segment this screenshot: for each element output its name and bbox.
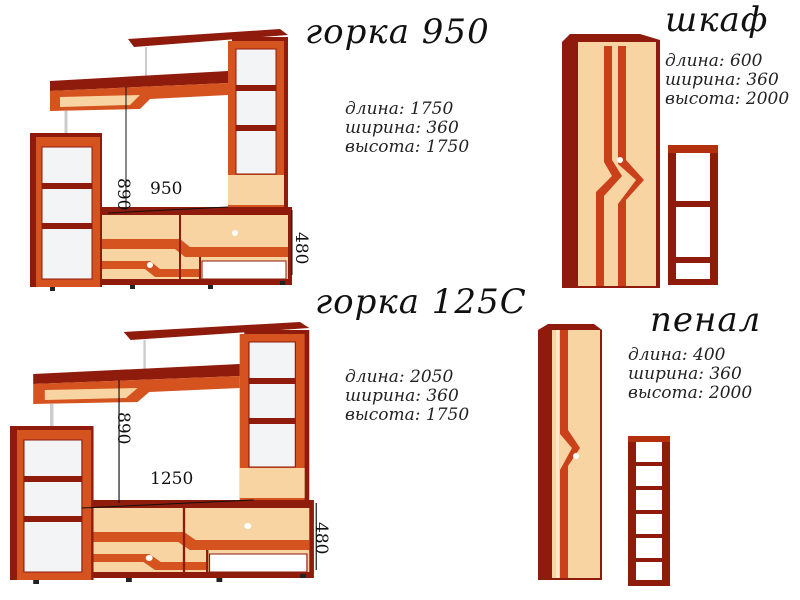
spec-height: высота: 1750 [345, 137, 470, 157]
spec-width: ширина: 360 [345, 118, 459, 138]
narrow-rack-illustration [628, 436, 670, 586]
wardrobe-title: шкаф [665, 0, 769, 40]
gorka-1250-width-dim: 1250 [150, 469, 193, 489]
wardrobe-illustration [562, 34, 660, 288]
spec-width: ширина: 360 [665, 70, 779, 90]
spec-height: высота: 2000 [665, 89, 790, 109]
spec-length: длина: 1750 [345, 99, 454, 119]
penal-specs: длина: 400 ширина: 360 высота: 2000 [628, 346, 752, 403]
penal-title: пенал [650, 300, 762, 340]
gorka-950-depth-dim: 480 [291, 232, 311, 264]
spec-height: высота: 1750 [345, 405, 470, 425]
penal-illustration [538, 324, 602, 580]
spec-length: длина: 600 [665, 51, 763, 71]
gorka-950-title: горка 950 [305, 12, 490, 52]
gorka-950-height-dim: 890 [113, 178, 133, 210]
spec-height: высота: 2000 [628, 383, 753, 403]
gorka-1250-illustration [8, 320, 317, 586]
gorka-1250-title: горка 125С [315, 282, 527, 322]
spec-length: длина: 400 [628, 345, 726, 365]
gorka-950-specs: длина: 1750 ширина: 360 высота: 1750 [345, 100, 469, 157]
spec-width: ширина: 360 [628, 364, 742, 384]
spec-length: длина: 2050 [345, 367, 454, 387]
gorka-950-width-dim: 950 [150, 179, 182, 199]
gorka-950-illustration [28, 27, 294, 293]
gorka-1250-specs: длина: 2050 ширина: 360 высота: 1750 [345, 368, 469, 425]
wardrobe-specs: длина: 600 ширина: 360 высота: 2000 [665, 52, 789, 109]
small-rack-illustration [668, 145, 718, 285]
gorka-1250-depth-dim: 480 [311, 522, 331, 554]
gorka-1250-height-dim: 890 [113, 412, 133, 444]
spec-width: ширина: 360 [345, 386, 459, 406]
